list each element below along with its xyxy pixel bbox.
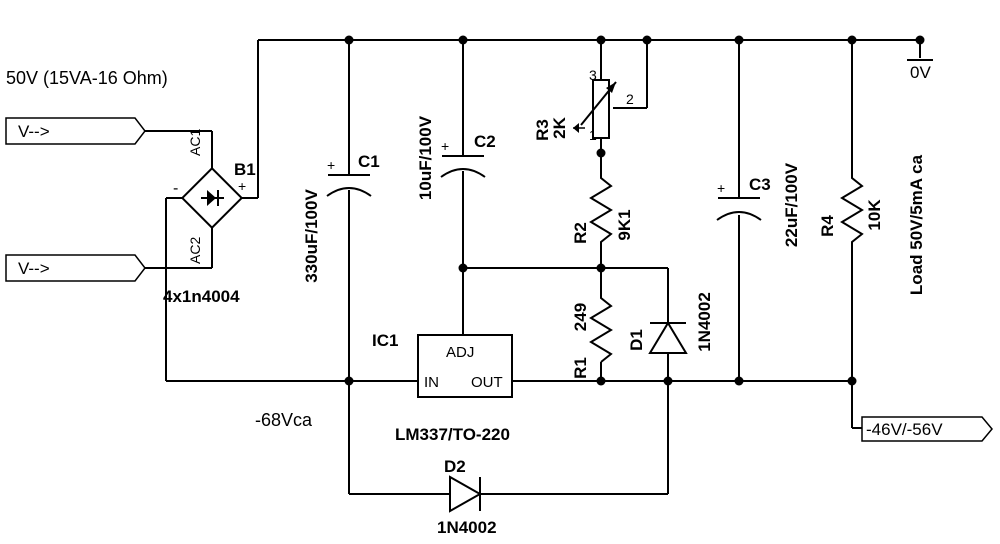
diode-d2 xyxy=(449,475,483,513)
r2-value: 9K1 xyxy=(615,209,634,240)
c3-polarity: + xyxy=(717,180,725,196)
bridge-ac1-label: AC1 xyxy=(187,129,203,156)
c2-value: 10uF/100V xyxy=(416,115,435,200)
ic1-part: LM337/TO-220 xyxy=(395,425,510,444)
r1-ref: R1 xyxy=(571,357,590,379)
c1-value: 330uF/100V xyxy=(302,189,321,283)
bridge-ref: B1 xyxy=(234,160,256,179)
bridge-plus-sign: + xyxy=(238,178,246,194)
input-port-2: V--> xyxy=(5,254,146,282)
d2-part: 1N4002 xyxy=(437,518,497,537)
supply-title: 50V (15VA-16 Ohm) xyxy=(6,68,168,88)
ic1-ref: IC1 xyxy=(372,331,398,350)
r1-value: 249 xyxy=(571,303,590,331)
r3-pin2: 2 xyxy=(626,91,634,107)
input-port-1-label: V--> xyxy=(18,122,50,141)
input-port-1: V--> xyxy=(5,117,146,145)
d1-ref: D1 xyxy=(627,329,646,351)
regulator-ic1 xyxy=(417,334,513,398)
r3-pin1: 1 xyxy=(589,127,597,143)
potentiometer-r3 xyxy=(573,79,617,139)
c2-polarity: + xyxy=(441,138,449,154)
c2-ref: C2 xyxy=(474,132,496,151)
c3-ref: C3 xyxy=(749,175,771,194)
r4-ref: R4 xyxy=(818,215,837,237)
c3-value: 22uF/100V xyxy=(782,162,801,247)
bridge-minus-sign: - xyxy=(173,180,178,197)
bridge-part: 4x1n4004 xyxy=(163,287,240,306)
r2-ref: R2 xyxy=(571,222,590,244)
bridge-rectifier xyxy=(180,166,244,230)
capacitor-c2 xyxy=(440,155,486,178)
d2-ref: D2 xyxy=(444,457,466,476)
r3-ref: R3 xyxy=(533,119,552,141)
resistor-r2 xyxy=(589,170,613,250)
wires xyxy=(145,39,921,495)
r3-value: 2K xyxy=(550,116,569,138)
capacitor-c3 xyxy=(716,197,762,221)
resistor-r4 xyxy=(840,170,864,250)
r3-pin3: 3 xyxy=(589,67,597,83)
r4-value: 10K xyxy=(865,199,884,231)
diode-d1 xyxy=(648,321,688,354)
junction-dots xyxy=(344,35,925,386)
ic1-adj-pin: ADJ xyxy=(446,344,474,361)
load-note: Load 50V/5mA ca xyxy=(907,154,926,295)
output-port: -46V/-56V xyxy=(852,416,993,442)
ic1-in-pin: IN xyxy=(424,374,439,391)
ic1-out-pin: OUT xyxy=(471,374,503,391)
d1-part: 1N4002 xyxy=(695,292,714,352)
c1-ref: C1 xyxy=(358,152,380,171)
capacitor-c1 xyxy=(326,174,372,197)
c1-polarity: + xyxy=(327,157,335,173)
output-port-label: -46V/-56V xyxy=(866,420,943,439)
ground-label: 0V xyxy=(910,63,931,82)
input-port-2-label: V--> xyxy=(18,259,50,278)
resistor-r1 xyxy=(589,290,613,363)
bridge-ac2-label: AC2 xyxy=(187,237,203,264)
negative-rail-label: -68Vca xyxy=(255,410,313,430)
